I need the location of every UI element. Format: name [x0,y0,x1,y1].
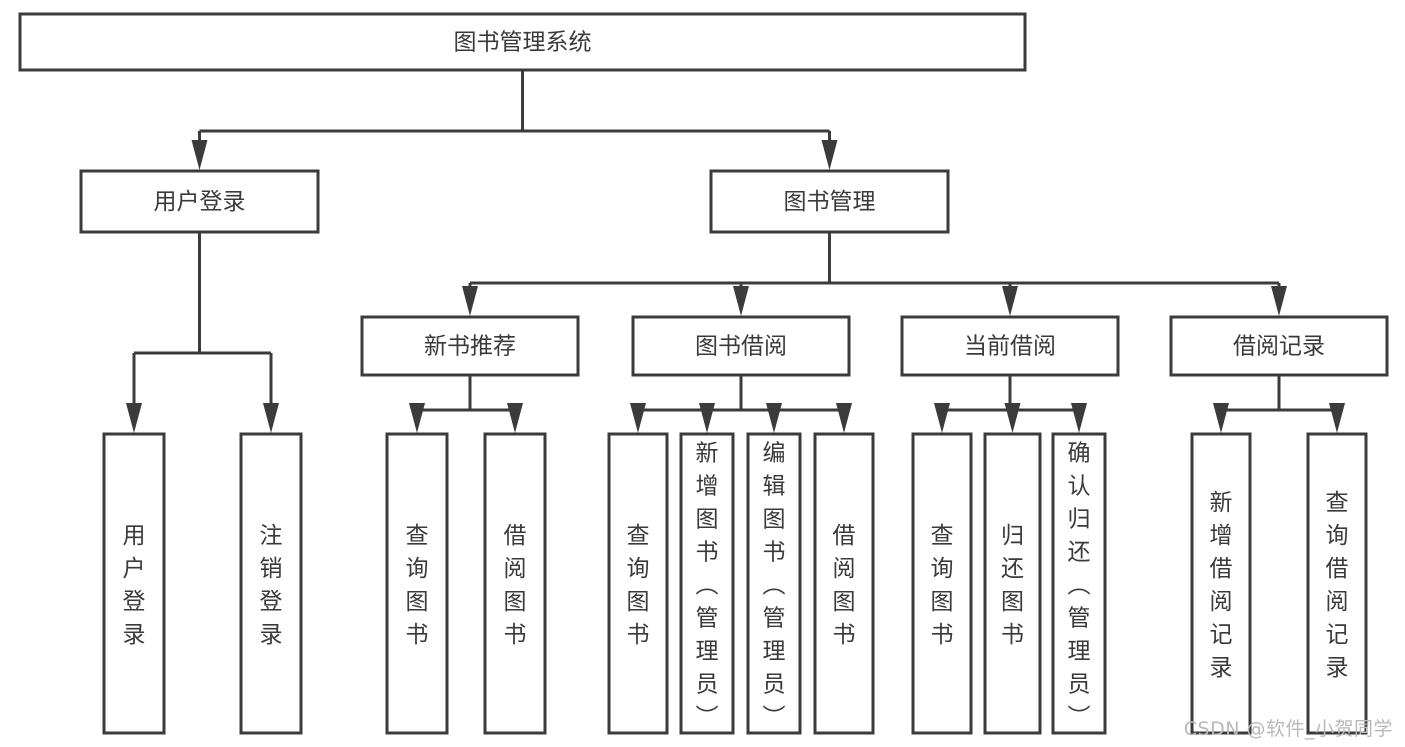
node-box[interactable] [900,315,1120,377]
connector-group-book-borrow [630,375,852,433]
node-leaf-confirm-return[interactable]: 确认归还︵管理员︶ [1051,432,1107,735]
node-layer: 图书管理系统用户登录图书管理新书推荐图书借阅当前借阅借阅记录用户登录注销登录查询… [18,12,1389,735]
node-label: 新增图书︵管理员︶ [696,441,719,731]
node-label: 查询图书 [931,523,954,648]
node-box[interactable] [911,432,973,735]
node-user-login[interactable]: 用户登录 [79,169,320,234]
node-leaf-query-book-2[interactable]: 查询图书 [607,432,669,735]
node-label: 借阅图书 [833,523,856,648]
node-book-borrow[interactable]: 图书借阅 [631,315,851,377]
node-label: 借阅图书 [504,523,527,648]
node-borrow-record[interactable]: 借阅记录 [1169,315,1389,377]
node-label: 注销登录 [260,523,283,648]
connector-group-user-login [126,232,279,433]
node-box[interactable] [1190,432,1252,735]
node-label: 用户登录 [154,189,246,215]
node-box[interactable] [746,432,802,735]
node-leaf-add-record[interactable]: 新增借阅记录 [1190,432,1252,735]
node-leaf-query-record[interactable]: 查询借阅记录 [1306,432,1368,735]
node-book-manage[interactable]: 图书管理 [709,169,950,234]
node-leaf-borrow-book-1[interactable]: 借阅图书 [483,432,547,735]
node-label: 归还图书 [1001,523,1024,648]
node-leaf-edit-book[interactable]: 编辑图书︵管理员︶ [746,432,802,735]
node-box[interactable] [983,432,1042,735]
connector-group-root [191,70,838,170]
node-current-borrow[interactable]: 当前借阅 [900,315,1120,377]
node-box[interactable] [631,315,851,377]
node-leaf-user-login[interactable]: 用户登录 [102,432,166,735]
node-label: 编辑图书︵管理员︶ [763,441,786,731]
node-box[interactable] [360,315,580,377]
connector-layer [126,70,1345,433]
connector-group-borrow-record [1213,375,1345,433]
node-box[interactable] [239,432,303,735]
node-label: 确认归还︵管理员︶ [1068,441,1091,731]
node-leaf-borrow-book-2[interactable]: 借阅图书 [813,432,875,735]
node-label: 新书推荐 [424,334,516,360]
csdn-watermark: CSDN @软件_小贺同学 [1183,718,1393,740]
node-label: 图书借阅 [695,334,787,360]
node-label: 查询图书 [406,523,429,648]
node-box[interactable] [1169,315,1389,377]
node-leaf-return-book[interactable]: 归还图书 [983,432,1042,735]
node-label: 查询图书 [627,523,650,648]
node-box[interactable] [813,432,875,735]
node-label: 图书管理 [784,189,876,215]
node-box[interactable] [1306,432,1368,735]
node-leaf-query-book-1[interactable]: 查询图书 [385,432,449,735]
node-new-book-recommend[interactable]: 新书推荐 [360,315,580,377]
node-box[interactable] [79,169,320,234]
node-leaf-query-book-3[interactable]: 查询图书 [911,432,973,735]
node-box[interactable] [18,12,1027,72]
node-box[interactable] [483,432,547,735]
node-box[interactable] [607,432,669,735]
node-label: 图书管理系统 [454,30,592,56]
connector-group-current-borrow [934,375,1087,433]
node-label: 借阅记录 [1233,334,1325,360]
node-leaf-logout[interactable]: 注销登录 [239,432,303,735]
node-box[interactable] [1051,432,1107,735]
node-box[interactable] [679,432,735,735]
node-box[interactable] [709,169,950,234]
connector-group-book-manage [462,232,1287,316]
node-label: 用户登录 [123,523,146,648]
node-label: 新增借阅记录 [1210,490,1233,681]
node-label: 查询借阅记录 [1326,490,1349,681]
node-leaf-add-book[interactable]: 新增图书︵管理员︶ [679,432,735,735]
node-box[interactable] [102,432,166,735]
node-box[interactable] [385,432,449,735]
node-label: 当前借阅 [964,334,1056,360]
node-root[interactable]: 图书管理系统 [18,12,1027,72]
connector-group-new-book-recommend [409,375,523,433]
